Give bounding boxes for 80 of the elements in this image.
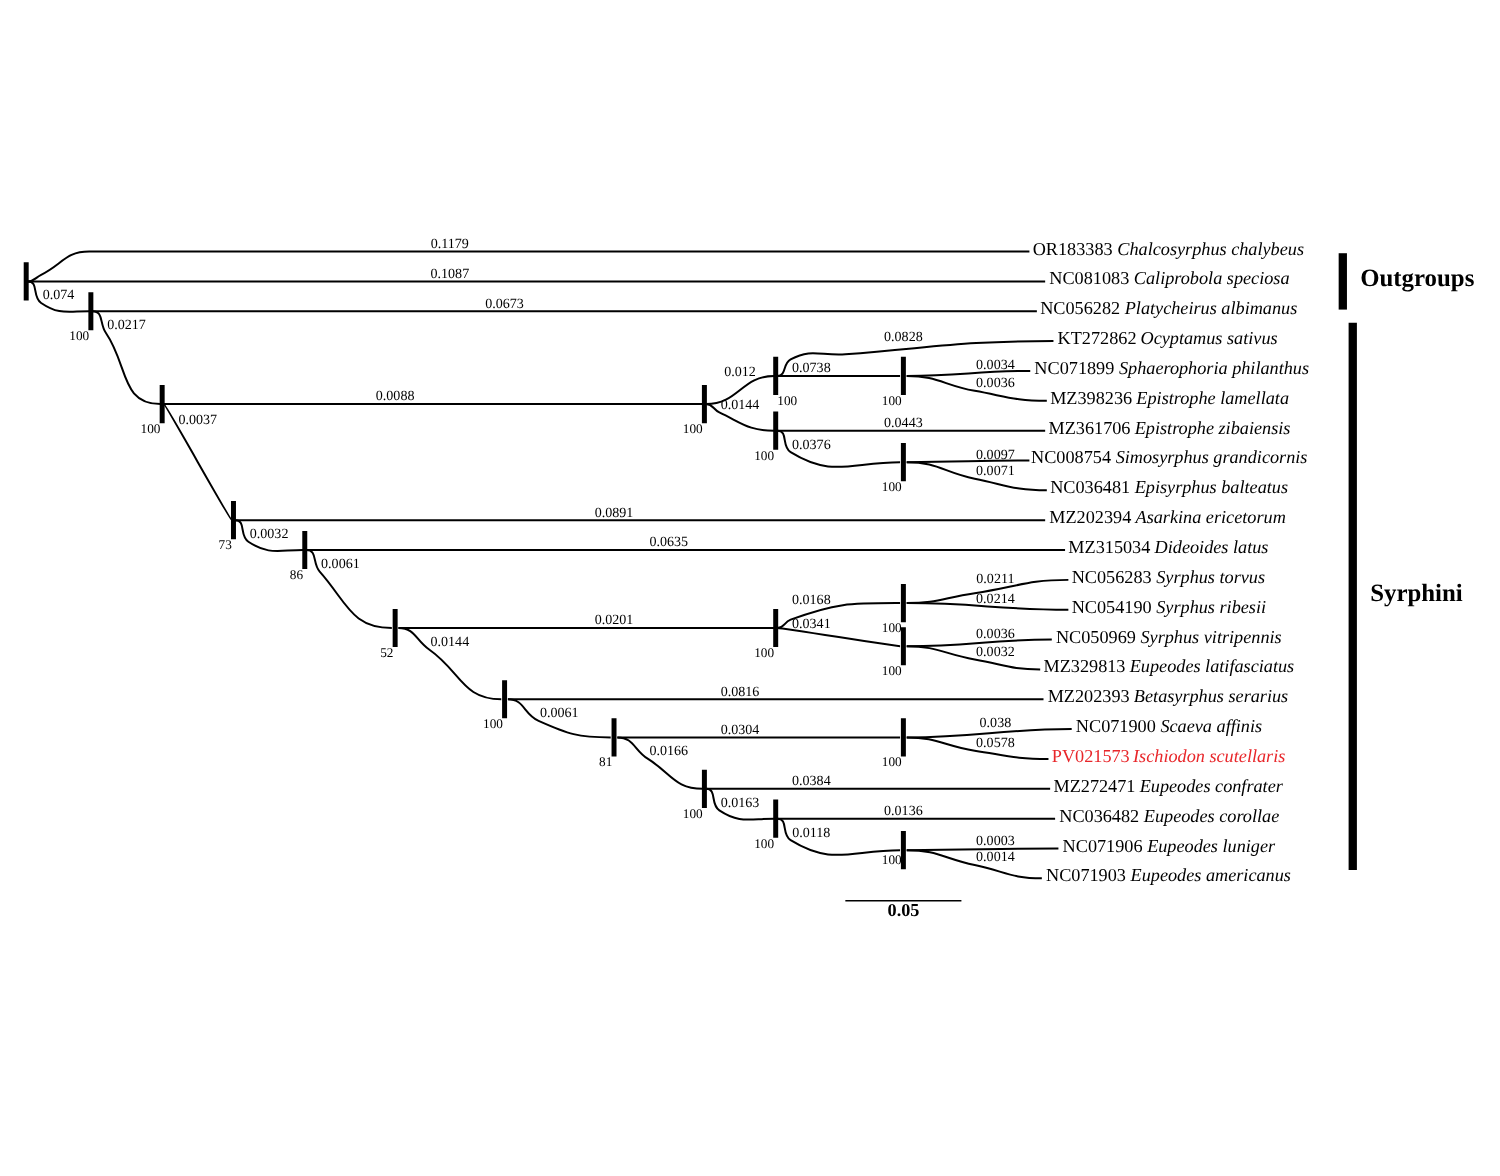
connector xyxy=(776,601,902,628)
node-text: NC036481 Episyrphus balteatus xyxy=(1050,476,1289,497)
node-bar xyxy=(701,384,707,423)
node-bar xyxy=(900,717,906,756)
node-bar xyxy=(701,768,707,807)
node-text: OR183383 Chalcosyrphus chalybeus xyxy=(1032,237,1305,258)
node-text: NC056282 Platycheirus albimanus xyxy=(1040,297,1298,318)
node-bar xyxy=(231,500,236,539)
connector xyxy=(705,402,776,431)
connector xyxy=(905,373,1048,401)
connector xyxy=(905,848,1043,879)
connector xyxy=(776,625,902,647)
node-bar xyxy=(302,529,308,569)
label: 0.05 xyxy=(887,899,920,920)
node-bar xyxy=(159,384,165,423)
connector xyxy=(776,816,1057,819)
node-bar xyxy=(900,355,906,394)
label: Syrphini xyxy=(1370,577,1463,606)
node-bar xyxy=(900,442,906,481)
node-text: NC050969 Syrphus vitripennis xyxy=(1055,625,1282,646)
connector xyxy=(905,735,1050,759)
connector xyxy=(234,518,1047,521)
connector xyxy=(91,309,1038,312)
connector xyxy=(234,518,305,552)
connector xyxy=(776,339,1055,376)
node-text: NC056283 Syrphus torvus xyxy=(1071,565,1266,586)
node-text: MZ398236 Epistrophe lamellata xyxy=(1050,386,1290,407)
node-bar xyxy=(900,583,906,622)
connector xyxy=(506,697,612,738)
node-bar xyxy=(611,717,617,756)
label: Outgroups xyxy=(1360,262,1475,291)
node-text: NC054190 Syrphus ribesii xyxy=(1071,595,1267,616)
connector xyxy=(26,279,1047,282)
connector xyxy=(616,735,704,789)
connector xyxy=(305,548,393,628)
node-bar xyxy=(502,679,508,718)
connector xyxy=(776,428,902,467)
node-text: NC071903 Eupeodes americanus xyxy=(1045,864,1291,885)
node-bar xyxy=(900,830,906,869)
node-bar xyxy=(773,607,779,647)
node-text: PV021573 Ischiodon scutellaris xyxy=(1051,744,1286,765)
connector xyxy=(776,816,902,855)
connector xyxy=(26,249,1031,282)
connector xyxy=(905,644,1042,670)
connector xyxy=(162,402,233,521)
node-text: MZ202394 Asarkina ericetorum xyxy=(1049,506,1286,527)
connector xyxy=(905,727,1073,738)
node-bar xyxy=(773,410,779,449)
node-bar xyxy=(773,798,779,837)
connector xyxy=(776,373,902,376)
connector xyxy=(506,697,1045,700)
node-bar xyxy=(23,261,29,300)
node-text: MZ361706 Epistrophe zibaiensis xyxy=(1048,416,1291,437)
node-text: MZ329813 Eupeodes latifasciatus xyxy=(1043,655,1295,676)
node-text: MZ315034 Dideoides latus xyxy=(1068,536,1269,557)
node-bar xyxy=(900,626,906,665)
node-text: NC071900 Scaeva affinis xyxy=(1075,715,1263,736)
node-text: NC071899 Sphaerophoria philanthus xyxy=(1034,356,1310,377)
connector xyxy=(905,460,1048,491)
connector xyxy=(26,279,91,312)
connector xyxy=(91,309,162,405)
node-text: MZ202393 Betasyrphus serarius xyxy=(1047,685,1289,706)
connector xyxy=(162,402,704,405)
node-text: NC008754 Simosyrphus grandicornis xyxy=(1031,446,1308,467)
node-bar xyxy=(88,291,94,330)
node-text: NC071906 Eupeodes luniger xyxy=(1062,834,1276,855)
connector xyxy=(776,428,1047,431)
connector xyxy=(705,373,776,405)
node-text: KT272862 Ocyptamus sativus xyxy=(1057,327,1278,348)
node-bar xyxy=(392,607,398,647)
node-text: NC036482 Eupeodes corollae xyxy=(1059,804,1280,825)
connector xyxy=(305,548,1067,551)
connector xyxy=(616,735,902,738)
connector xyxy=(705,786,776,820)
connector xyxy=(905,601,1070,610)
node-bar xyxy=(773,355,779,394)
connector xyxy=(397,625,503,700)
node-text: MZ272471 Eupeodes confrater xyxy=(1053,774,1283,795)
node-text: NC081083 Caliprobola speciosa xyxy=(1049,267,1290,288)
connector xyxy=(705,786,1052,789)
